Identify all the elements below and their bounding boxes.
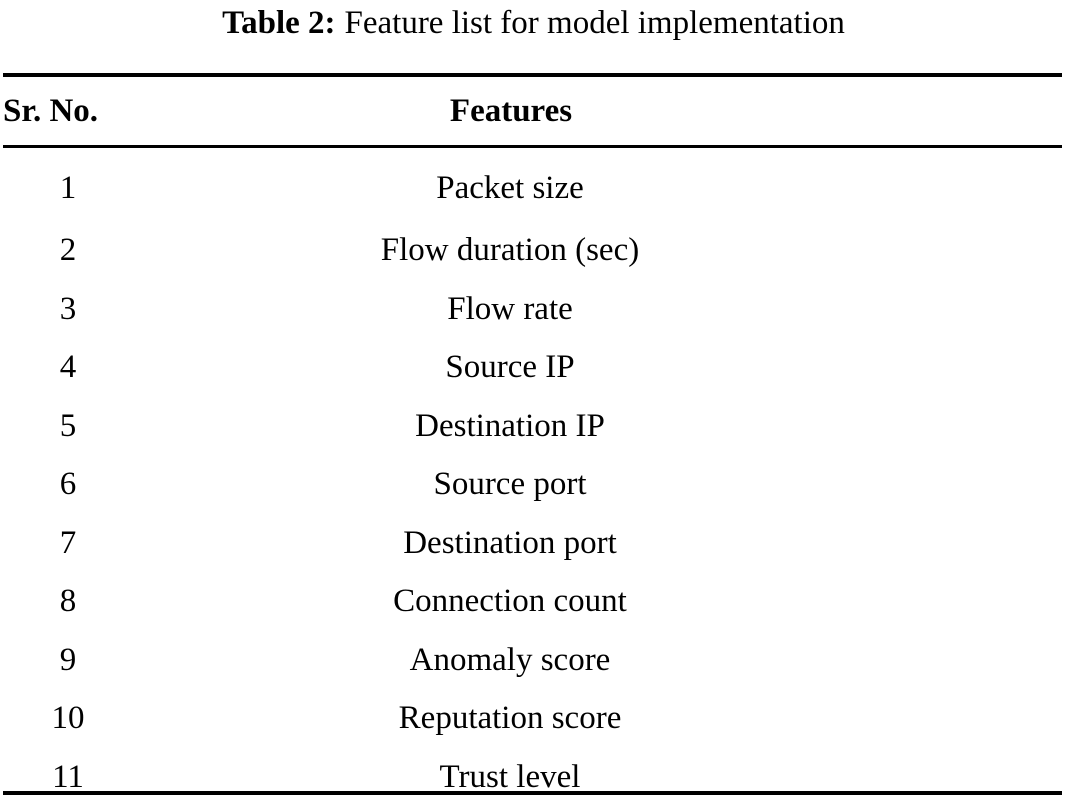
cell-feature: Destination IP <box>133 397 1062 456</box>
table-head: Sr. No. Features <box>3 77 1062 145</box>
table-caption-label: Table 2: <box>222 5 335 41</box>
cell-sr-no: 3 <box>3 280 133 339</box>
cell-feature: Connection count <box>133 572 1062 631</box>
table-header-row: Sr. No. Features <box>3 77 1062 145</box>
cell-sr-no: 10 <box>3 689 133 748</box>
cell-feature: Packet size <box>133 145 1062 221</box>
cell-sr-no: 11 <box>3 748 133 806</box>
cell-feature: Trust level <box>133 748 1062 806</box>
cell-sr-no: 2 <box>3 221 133 280</box>
column-header-features: Features <box>133 77 1062 145</box>
table-caption: Table 2: Feature list for model implement… <box>0 2 1067 44</box>
cell-sr-no: 9 <box>3 631 133 690</box>
cell-sr-no: 1 <box>3 145 133 221</box>
cell-feature: Anomaly score <box>133 631 1062 690</box>
cell-sr-no: 5 <box>3 397 133 456</box>
cell-sr-no: 7 <box>3 514 133 573</box>
cell-feature: Source IP <box>133 338 1062 397</box>
cell-sr-no: 8 <box>3 572 133 631</box>
cell-feature: Flow duration (sec) <box>133 221 1062 280</box>
cell-feature: Reputation score <box>133 689 1062 748</box>
cell-feature: Source port <box>133 455 1062 514</box>
column-header-sr-no: Sr. No. <box>3 77 133 145</box>
table-caption-text: Feature list for model implementation <box>345 5 845 41</box>
cell-sr-no: 4 <box>3 338 133 397</box>
cell-feature: Flow rate <box>133 280 1062 339</box>
cell-sr-no: 6 <box>3 455 133 514</box>
cell-feature: Destination port <box>133 514 1062 573</box>
